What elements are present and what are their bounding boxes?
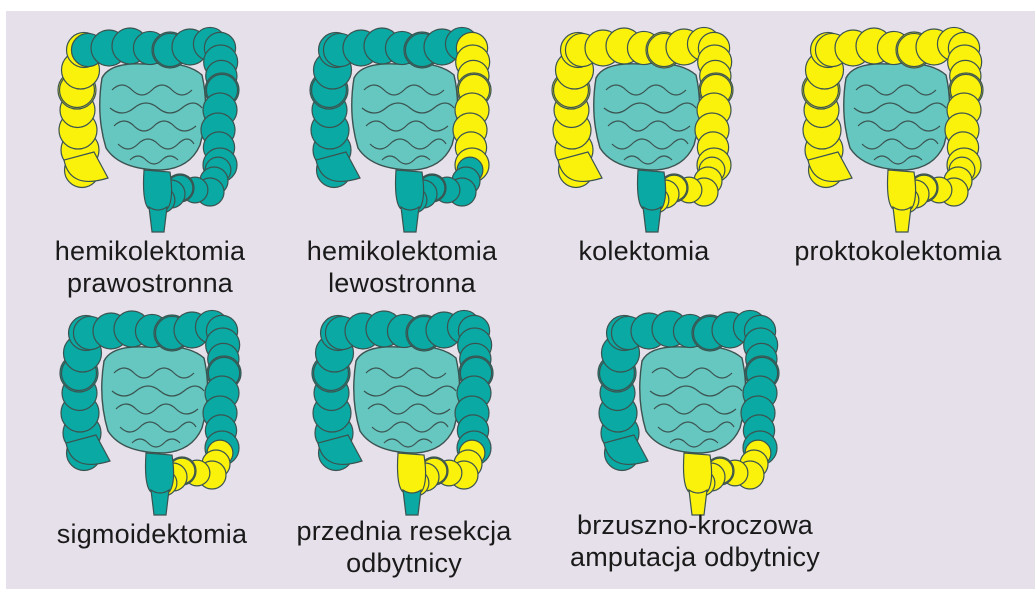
- rectum-upper: [398, 453, 426, 495]
- colon-diagram: [52, 303, 252, 518]
- rectum-lower: [403, 490, 421, 515]
- colon-diagram: [50, 20, 250, 235]
- rectum-lower: [401, 207, 419, 232]
- procedure-proctocolectomy: proktokolektomia: [794, 20, 994, 305]
- small-intestine: [102, 346, 208, 453]
- rectum-upper: [684, 453, 712, 495]
- small-intestine: [844, 63, 950, 170]
- rectum-upper: [396, 170, 424, 212]
- small-intestine: [594, 63, 700, 170]
- rectum-upper: [144, 170, 172, 212]
- procedure-label: proktokolektomia: [764, 235, 1032, 267]
- rectum-lower: [643, 207, 661, 232]
- rectum-upper: [888, 170, 916, 212]
- small-intestine: [352, 63, 458, 170]
- procedure-sigmoidectomy: sigmoidektomia: [52, 303, 252, 588]
- small-intestine: [100, 63, 206, 170]
- rectum-lower: [149, 207, 167, 232]
- rectum-lower: [893, 207, 911, 232]
- rectum-upper: [638, 170, 666, 212]
- rectum-lower: [151, 490, 169, 515]
- procedure-label: sigmoidektomia: [17, 518, 287, 550]
- small-intestine: [354, 346, 460, 453]
- colon-diagram: [794, 20, 994, 235]
- rectum-upper: [146, 453, 174, 495]
- colon-diagram: [590, 303, 790, 518]
- colon-diagram: [544, 20, 744, 235]
- procedure-label: kolektomia: [509, 235, 779, 267]
- procedure-colectomy: kolektomia: [544, 20, 744, 305]
- colon-diagram: [302, 20, 502, 235]
- small-intestine: [640, 346, 746, 453]
- colon-diagram: [304, 303, 504, 518]
